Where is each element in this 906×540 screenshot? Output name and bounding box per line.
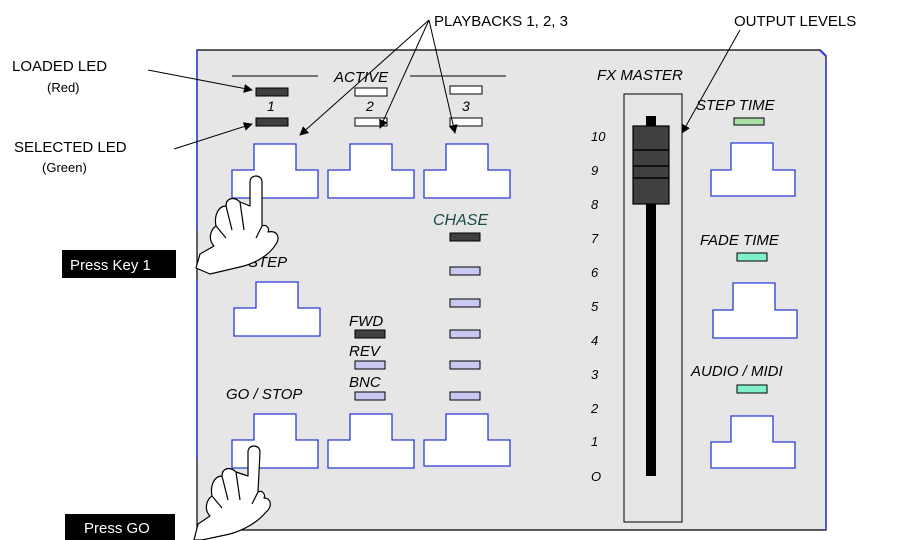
fwd-label: FWD bbox=[349, 313, 383, 330]
fx-master-fader-knob[interactable] bbox=[632, 125, 670, 205]
chase-led-3 bbox=[449, 298, 481, 308]
chase-led-2 bbox=[449, 266, 481, 276]
hand-pointer-key1-icon bbox=[195, 175, 279, 275]
playback-2-arrow bbox=[379, 19, 430, 129]
playback-number-2: 2 bbox=[365, 98, 374, 114]
chase-led-4 bbox=[449, 329, 481, 339]
selected-led-callout: SELECTED LED bbox=[14, 139, 127, 156]
press-go-label: Press GO bbox=[84, 520, 150, 537]
callout-arrows bbox=[147, 19, 741, 150]
active-label: ACTIVE bbox=[333, 69, 389, 86]
playback-number-3: 3 bbox=[462, 98, 470, 114]
bnc-label: BNC bbox=[349, 374, 381, 391]
chase-led-6 bbox=[449, 391, 481, 401]
output-levels-callout: OUTPUT LEVELS bbox=[734, 13, 856, 30]
playbacks-callout: PLAYBACKS 1, 2, 3 bbox=[434, 13, 568, 30]
scale-label-1: 1 bbox=[591, 434, 598, 449]
audio-midi-label: AUDIO / MIDI bbox=[690, 363, 783, 380]
rev-label: REV bbox=[349, 343, 382, 360]
go-stop-label: GO / STOP bbox=[226, 386, 302, 403]
selected-led-color: (Green) bbox=[42, 160, 87, 175]
audio-midi-led bbox=[736, 384, 768, 394]
chase-label: CHASE bbox=[433, 212, 488, 229]
scale-label-6: 6 bbox=[591, 265, 599, 280]
loaded-led-2 bbox=[354, 87, 388, 97]
playback-1-arrow bbox=[299, 19, 430, 136]
step-time-label: STEP TIME bbox=[696, 97, 776, 114]
scale-label-3: 3 bbox=[591, 367, 599, 382]
playback-3-arrow bbox=[428, 19, 458, 134]
fade-time-led bbox=[736, 252, 768, 262]
scale-label-9: 9 bbox=[591, 163, 598, 178]
scale-label-4: 4 bbox=[591, 333, 598, 348]
chase-led-5 bbox=[449, 360, 481, 370]
press-key-1-label: Press Key 1 bbox=[70, 257, 151, 274]
fx-master-label: FX MASTER bbox=[597, 67, 683, 84]
fader-slot bbox=[646, 116, 656, 476]
selected-led-3 bbox=[449, 117, 483, 127]
scale-label-10: 10 bbox=[591, 129, 606, 144]
loaded-led-callout: LOADED LED bbox=[12, 58, 107, 75]
press-go-box bbox=[65, 514, 175, 540]
chase-button[interactable] bbox=[423, 413, 511, 467]
audio-midi-button[interactable] bbox=[710, 415, 796, 469]
loaded-led-3 bbox=[449, 85, 483, 95]
loaded-led-1 bbox=[255, 87, 289, 97]
fader-scale: 10 9 8 7 6 5 4 3 2 1 O bbox=[590, 129, 606, 484]
scale-label-7: 7 bbox=[591, 231, 599, 246]
press-key-1-box bbox=[62, 250, 176, 278]
scale-label-2: 2 bbox=[590, 401, 599, 416]
fade-time-button[interactable] bbox=[712, 282, 798, 339]
step-button[interactable] bbox=[233, 281, 321, 337]
loaded-led-arrow bbox=[147, 69, 253, 93]
step-time-button[interactable] bbox=[710, 142, 796, 197]
step-time-led bbox=[733, 117, 765, 126]
direction-button[interactable] bbox=[327, 413, 415, 469]
hand-pointer-go-icon bbox=[193, 445, 271, 540]
scale-label-0: O bbox=[591, 469, 601, 484]
playback-2-button[interactable] bbox=[327, 143, 415, 199]
playback-3-button[interactable] bbox=[423, 143, 511, 199]
playback-number-1: 1 bbox=[267, 98, 275, 114]
fade-time-label: FADE TIME bbox=[700, 232, 780, 249]
bnc-led bbox=[354, 391, 386, 401]
fwd-led bbox=[354, 329, 386, 339]
scale-label-8: 8 bbox=[591, 197, 599, 212]
rev-led bbox=[354, 360, 386, 370]
output-levels-arrow bbox=[681, 29, 741, 134]
scale-label-5: 5 bbox=[591, 299, 599, 314]
chase-led-1 bbox=[449, 232, 481, 242]
selected-led-1 bbox=[255, 117, 289, 127]
loaded-led-color: (Red) bbox=[47, 80, 80, 95]
selected-led-arrow bbox=[173, 122, 253, 150]
